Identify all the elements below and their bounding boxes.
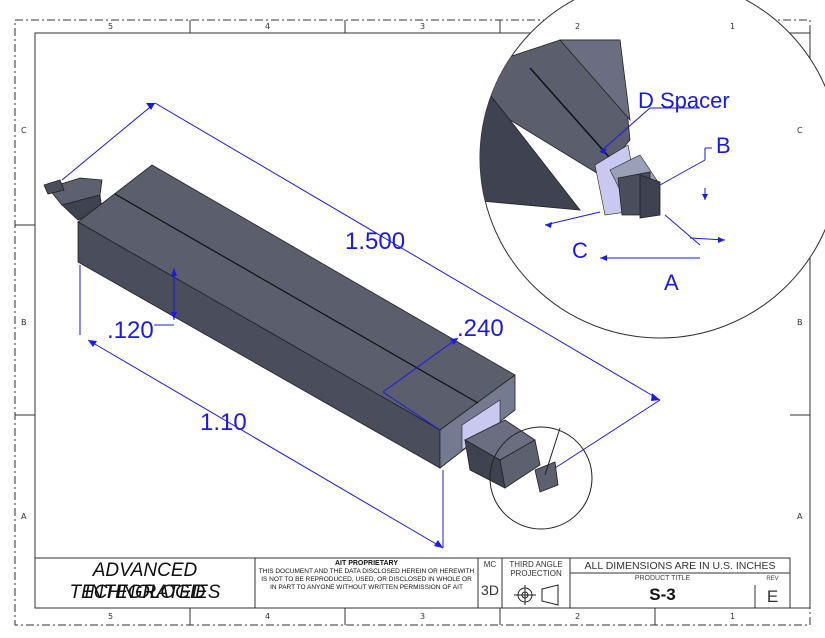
grid-row-a-left: A (21, 512, 27, 521)
detail-dimensions (544, 107, 726, 259)
grid-row-a-right: A (797, 512, 803, 521)
grid-col-1-top: 1 (730, 22, 736, 31)
product-title-label: PRODUCT TITLE (634, 575, 691, 582)
company-name-line2: TECHNOLOGIES (69, 582, 221, 603)
projection-symbol-icon (514, 584, 559, 606)
grid-col-2-bottom: 2 (575, 612, 581, 621)
grid-row-c-left: C (21, 126, 27, 135)
grid-col-2-top: 2 (575, 22, 581, 31)
detail-marker-circle (489, 426, 593, 530)
grid-col-1-bottom: 1 (730, 612, 736, 621)
proprietary-heading: AIT PROPRIETARY (334, 560, 398, 567)
dim-width: .240 (457, 315, 504, 342)
title-block-frame (34, 557, 791, 609)
detail-dim-arrows (545, 148, 725, 261)
detail-label-c: C (572, 238, 588, 263)
mc-value: 3D (481, 582, 499, 598)
main-dim-arrows (88, 103, 660, 548)
left-tip (43, 179, 65, 195)
right-tip (534, 461, 559, 493)
detail-label-b: B (716, 133, 731, 158)
proprietary-notice: THIS DOCUMENT AND THE DATA DISCLOSED HER… (258, 568, 475, 591)
projection-line1: THIRD ANGLE (509, 560, 563, 569)
detail-label-a: A (664, 270, 679, 295)
rev-value: E (766, 587, 779, 606)
grid-col-5-top: 5 (108, 22, 114, 31)
grid-col-4-bottom: 4 (265, 612, 271, 621)
detail-spacer-label: D Spacer (638, 88, 730, 113)
dim-overall-length: 1.500 (345, 228, 405, 255)
detail-leader (544, 427, 561, 476)
grid-row-b-right: B (797, 318, 803, 327)
projection-line2: PROJECTION (510, 569, 562, 578)
grid-col-4-top: 4 (265, 22, 271, 31)
outer-border (14, 19, 811, 626)
main-part (43, 164, 559, 493)
mc-label: MC (483, 560, 497, 569)
right-connector-face (499, 439, 541, 489)
company-name-line1: ADVANCED INTEGRATED (84, 560, 206, 603)
product-title: S-3 (649, 585, 676, 604)
grid-row-c-right: C (797, 126, 803, 135)
detail-part (480, 39, 661, 219)
main-dimensions (61, 102, 661, 549)
center-seam (114, 193, 479, 404)
grid-col-3-top: 3 (420, 22, 426, 31)
rev-label: REV (766, 576, 779, 582)
dim-body-length: 1.10 (200, 409, 247, 436)
units-note: ALL DIMENSIONS ARE IN U.S. INCHES (584, 560, 776, 572)
dim-height: .120 (107, 317, 154, 344)
grid-col-3-bottom: 3 (420, 612, 426, 621)
grid-col-5-bottom: 5 (108, 612, 114, 621)
grid-row-b-left: B (21, 318, 27, 327)
